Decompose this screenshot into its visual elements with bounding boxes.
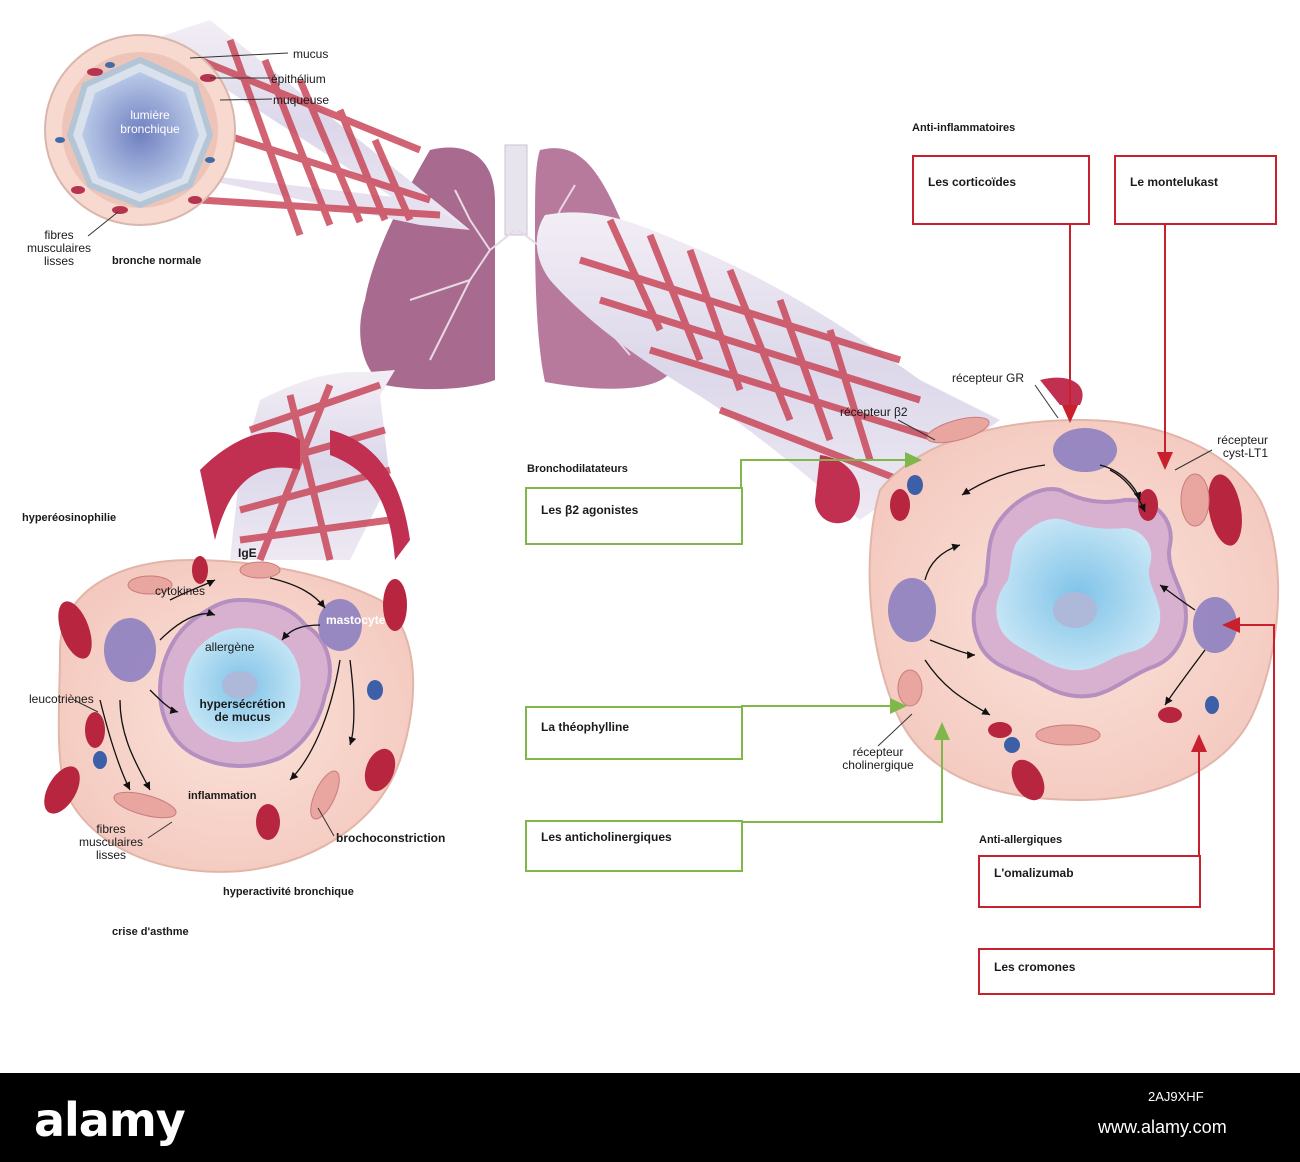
site-url: www.alamy.com [1098, 1117, 1227, 1137]
stock-footer-bar: alamy 2AJ9XHF www.alamy.com [0, 1073, 1300, 1162]
label-mucus: mucus [293, 47, 329, 61]
treated-bronchus-tube [536, 212, 1083, 524]
box-montelukast: Le montelukast [1114, 155, 1277, 225]
label-hypereosinophilie: hyperéosinophilie [22, 512, 117, 524]
label-hypersecretion-2: de mucus [214, 710, 271, 724]
label-recepteur-chol-1: récepteur [852, 745, 904, 759]
box-corticoides: Les corticoïdes [912, 155, 1090, 225]
label-fibres-top-3: lisses [43, 254, 74, 268]
box-anticholinergiques: Les anticholinergiques [525, 820, 743, 872]
label-hypersecretion-1: hypersécrétion [199, 697, 286, 711]
label-recepteur-b2: récepteur β2 [840, 405, 908, 419]
box-anticholinergiques-label: Les anticholinergiques [541, 830, 672, 844]
label-fibres-bottom-2: musculaires [78, 835, 144, 849]
label-cytokines: cytokines [155, 584, 206, 598]
label-fibres-bottom-1: fibres [96, 822, 126, 836]
treated-bronchus-section [868, 416, 1280, 802]
crisis-bronchus-section [44, 556, 415, 873]
heading-bronchodilatateurs: Bronchodilatateurs [527, 463, 628, 475]
label-fibres-top-2: musculaires [26, 241, 92, 255]
label-recepteur-cyst-2: cyst-LT1 [1222, 446, 1268, 460]
box-omalizumab: L'omalizumab [978, 855, 1201, 908]
normal-bronchus-section [44, 34, 236, 226]
crisis-leaders [73, 699, 335, 839]
box-cromones: Les cromones [978, 948, 1275, 995]
label-recepteur-gr: récepteur GR [952, 371, 1025, 385]
image-id: 2AJ9XHF [1148, 1089, 1204, 1104]
label-leucotrienes: leucotriènes [29, 692, 94, 706]
label-lumiere-1: lumière [130, 108, 170, 122]
box-beta2-label: Les β2 agonistes [541, 503, 639, 517]
crisis-bronchus-tube [200, 370, 410, 562]
label-ige: IgE [238, 546, 257, 560]
bronchodilator-connectors [740, 452, 950, 823]
label-muqueuse: muqueuse [273, 93, 330, 107]
heading-anti-inflammatoires: Anti-inflammatoires [912, 122, 1016, 134]
label-fibres-bottom-3: lisses [95, 848, 126, 862]
box-corticoides-label: Les corticoïdes [928, 175, 1017, 189]
alamy-logo: alamy [34, 1093, 186, 1147]
label-hyperactivite: hyperactivité bronchique [223, 886, 354, 898]
anti-inflammatory-connectors [1062, 225, 1275, 950]
normal-bronchus-leaders [87, 52, 289, 237]
heading-anti-allergiques: Anti-allergiques [979, 834, 1063, 846]
label-recepteur-cyst-1: récepteur [1217, 433, 1268, 447]
asthma-illustration [44, 20, 1280, 950]
label-mastocyte: mastocyte [326, 613, 386, 627]
label-recepteur-chol-2: cholinergique [842, 758, 914, 772]
box-cromones-label: Les cromones [994, 960, 1076, 974]
label-brochoconstriction: brochoconstriction [336, 831, 446, 845]
box-theophylline-label: La théophylline [541, 720, 630, 734]
treated-leaders [877, 384, 1213, 747]
box-theophylline: La théophylline [525, 706, 743, 760]
label-epithelium: épithélium [271, 72, 326, 86]
box-beta2-agonistes: Les β2 agonistes [525, 487, 743, 545]
label-bronche-normale: bronche normale [112, 255, 202, 267]
box-montelukast-label: Le montelukast [1130, 175, 1219, 189]
label-allergene: allergène [205, 640, 255, 654]
label-fibres-top-1: fibres [44, 228, 74, 242]
label-lumiere-2: bronchique [120, 122, 180, 136]
label-inflammation: inflammation [188, 790, 257, 802]
normal-bronchus-tube [150, 20, 470, 237]
label-crise: crise d'asthme [112, 926, 189, 938]
box-omalizumab-label: L'omalizumab [994, 866, 1074, 880]
